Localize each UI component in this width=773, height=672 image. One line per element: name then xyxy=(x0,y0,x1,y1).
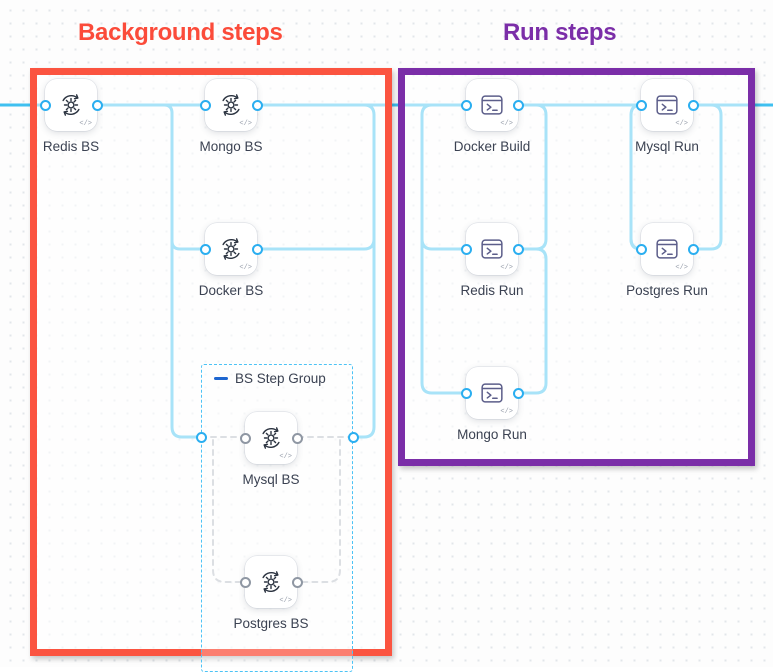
port-out-mysql-run[interactable] xyxy=(687,99,699,111)
node-card-docker-bs[interactable]: </> xyxy=(199,223,263,275)
node-card-mysql-run[interactable]: </> xyxy=(635,79,699,131)
node-label-postgres-bs: Postgres BS xyxy=(233,616,309,631)
node-docker-build[interactable]: </> Docker Build xyxy=(440,79,544,154)
port-out-postgres-bs[interactable] xyxy=(291,576,303,588)
group-title-background-steps: Background steps xyxy=(78,19,283,46)
gear-refresh-icon xyxy=(56,90,86,120)
node-card-postgres-run[interactable]: </> xyxy=(635,223,699,275)
code-badge-mongo-bs[interactable]: </> xyxy=(239,120,252,128)
node-card-postgres-bs[interactable]: </> xyxy=(239,556,303,608)
port-in-redis-run[interactable] xyxy=(460,243,472,255)
collapse-dash-icon[interactable] xyxy=(214,377,228,380)
node-label-mongo-run: Mongo Run xyxy=(457,427,527,442)
terminal-icon xyxy=(477,234,507,264)
port-in-docker-bs[interactable] xyxy=(199,243,211,255)
code-badge-docker-bs[interactable]: </> xyxy=(239,264,252,272)
node-card-redis-run[interactable]: </> xyxy=(460,223,524,275)
node-card-mysql-bs[interactable]: </> xyxy=(239,412,303,464)
node-mongo-run[interactable]: </> Mongo Run xyxy=(440,367,544,442)
port-out-docker-build[interactable] xyxy=(512,99,524,111)
code-badge-docker-build[interactable]: </> xyxy=(500,120,513,128)
group-port-in-left[interactable] xyxy=(195,431,207,443)
port-out-mongo-bs[interactable] xyxy=(251,99,263,111)
port-in-redis-bs[interactable] xyxy=(39,99,51,111)
node-label-postgres-run: Postgres Run xyxy=(626,283,708,298)
node-label-docker-build: Docker Build xyxy=(453,139,531,154)
port-in-mongo-bs[interactable] xyxy=(199,99,211,111)
code-badge-mongo-run[interactable]: </> xyxy=(500,408,513,416)
node-postgres-bs[interactable]: </> Postgres BS xyxy=(219,556,323,631)
code-badge-postgres-bs[interactable]: </> xyxy=(279,597,292,605)
code-badge-mysql-bs[interactable]: </> xyxy=(279,453,292,461)
node-card-redis-bs[interactable]: </> xyxy=(39,79,103,131)
terminal-icon xyxy=(652,90,682,120)
node-label-redis-run: Redis Run xyxy=(460,283,524,298)
node-docker-bs[interactable]: </> Docker BS xyxy=(179,223,283,298)
group-frame-run-steps[interactable] xyxy=(398,68,755,466)
node-label-mysql-bs: Mysql BS xyxy=(242,472,300,487)
terminal-icon xyxy=(477,378,507,408)
node-mongo-bs[interactable]: </> Mongo BS xyxy=(179,79,283,154)
group-port-out-right[interactable] xyxy=(347,431,359,443)
node-card-mongo-run[interactable]: </> xyxy=(460,367,524,419)
port-out-redis-run[interactable] xyxy=(512,243,524,255)
port-out-postgres-run[interactable] xyxy=(687,243,699,255)
port-in-docker-build[interactable] xyxy=(460,99,472,111)
terminal-icon xyxy=(652,234,682,264)
code-badge-redis-run[interactable]: </> xyxy=(500,264,513,272)
gear-refresh-icon xyxy=(256,423,286,453)
node-label-docker-bs: Docker BS xyxy=(198,283,264,298)
code-badge-postgres-run[interactable]: </> xyxy=(675,264,688,272)
node-postgres-run[interactable]: </> Postgres Run xyxy=(615,223,719,298)
node-label-mysql-run: Mysql Run xyxy=(635,139,699,154)
port-in-mongo-run[interactable] xyxy=(460,387,472,399)
node-redis-bs[interactable]: </> Redis BS xyxy=(19,79,123,154)
port-out-redis-bs[interactable] xyxy=(91,99,103,111)
node-label-mongo-bs: Mongo BS xyxy=(199,139,263,154)
gear-refresh-icon xyxy=(216,234,246,264)
subgroup-label: BS Step Group xyxy=(235,371,326,386)
group-frame-background-steps[interactable] xyxy=(30,68,392,656)
gear-refresh-icon xyxy=(216,90,246,120)
port-out-mysql-bs[interactable] xyxy=(291,432,303,444)
node-label-redis-bs: Redis BS xyxy=(42,139,100,154)
port-in-postgres-bs[interactable] xyxy=(239,576,251,588)
node-mysql-bs[interactable]: </> Mysql BS xyxy=(219,412,323,487)
port-in-mysql-bs[interactable] xyxy=(239,432,251,444)
group-title-run-steps: Run steps xyxy=(503,19,617,46)
node-redis-run[interactable]: </> Redis Run xyxy=(440,223,544,298)
subgroup-label-wrap: BS Step Group xyxy=(214,371,326,386)
port-out-docker-bs[interactable] xyxy=(251,243,263,255)
code-badge-mysql-run[interactable]: </> xyxy=(675,120,688,128)
code-badge-redis-bs[interactable]: </> xyxy=(79,120,92,128)
node-mysql-run[interactable]: </> Mysql Run xyxy=(615,79,719,154)
terminal-icon xyxy=(477,90,507,120)
node-card-docker-build[interactable]: </> xyxy=(460,79,524,131)
node-card-mongo-bs[interactable]: </> xyxy=(199,79,263,131)
port-out-mongo-run[interactable] xyxy=(512,387,524,399)
port-in-mysql-run[interactable] xyxy=(635,99,647,111)
port-in-postgres-run[interactable] xyxy=(635,243,647,255)
gear-refresh-icon xyxy=(256,567,286,597)
